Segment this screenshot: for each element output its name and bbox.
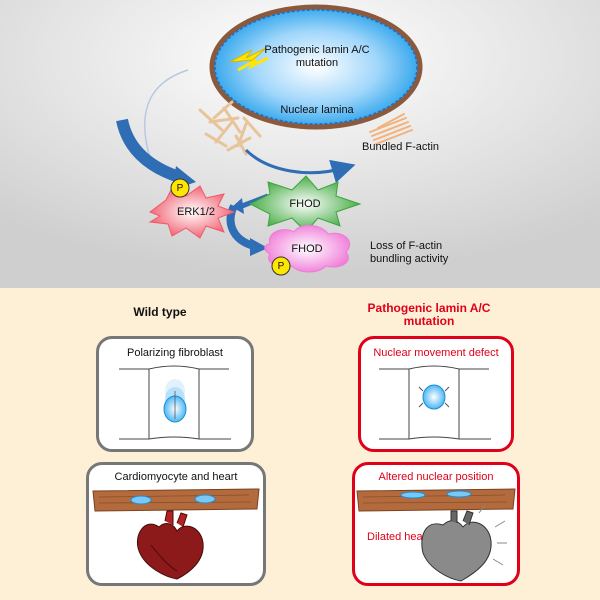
mut-cm-nucleus-1 — [400, 491, 426, 499]
erk-to-fhod-arrow — [226, 204, 256, 250]
mut-cardiomyocyte — [356, 488, 516, 512]
phospho-circle-fhod — [271, 256, 291, 276]
thin-arrow-line — [143, 69, 189, 159]
fibers-to-bundle-arrow — [244, 148, 356, 183]
wt-cm-nucleus-1 — [130, 495, 152, 505]
wt-cardiomyocyte — [92, 488, 260, 512]
fhod-green-starburst — [248, 175, 362, 233]
mechanism-diagram — [0, 0, 600, 288]
erk-label: ERK1/2 — [177, 206, 215, 218]
nuclear-lamina-line — [214, 9, 418, 125]
nucleus-to-erk-arrow — [116, 118, 184, 184]
movement-defect-label: Nuclear movement defect — [373, 347, 499, 359]
mut-nucleus-icon — [422, 384, 446, 410]
arrow-head-3 — [250, 238, 268, 256]
actin-fibers — [198, 100, 262, 156]
bundled-label: Bundled F-actin — [362, 141, 440, 153]
phenotype-panel: Wild type Pathogenic lamin A/C mutation … — [0, 288, 600, 600]
mut-cardio-illustration — [356, 488, 516, 582]
fhod-p-label: FHOD — [291, 243, 323, 255]
lightning-icon-2 — [237, 56, 269, 72]
mut-fibroblast-box: Nuclear movement defect — [358, 336, 514, 452]
wt-cm-nucleus-2 — [194, 494, 216, 504]
wild-type-title: Wild type — [133, 305, 187, 319]
wt-cardio-illustration — [92, 488, 260, 580]
bundled-actin-icon — [369, 113, 413, 145]
mut-cm-nucleus-2 — [446, 490, 472, 498]
wt-heart-icon — [137, 523, 204, 580]
phospho-label-fhod: P — [277, 261, 285, 272]
dilated-label: Dilated heart — [367, 531, 430, 543]
phospho-label-erk: P — [176, 183, 184, 194]
wt-fibroblast-cell — [119, 365, 231, 440]
loss-label: Loss of F-actin bundling activity — [370, 240, 449, 265]
phospho-circle-erk — [170, 178, 190, 198]
nucleus-ellipse — [209, 4, 423, 130]
mutation-title: Pathogenic lamin A/C mutation — [367, 301, 491, 328]
mut-fibroblast-cell — [379, 365, 491, 440]
arrow-head-2 — [232, 198, 244, 214]
mut-heart-icon — [421, 520, 492, 582]
wt-fibroblast-box: Polarizing fibroblast — [96, 336, 254, 452]
fhod-label: FHOD — [289, 198, 321, 210]
wt-cardio-box: Cardiomyocyte and heart — [86, 462, 266, 586]
mut-cardio-box: Altered nuclear position Dilated heart — [352, 462, 520, 586]
altered-position-label: Altered nuclear position — [378, 471, 494, 483]
mechanism-panel: Pathogenic lamin A/C mutation Nuclear la… — [0, 0, 600, 288]
fibroblast-label: Polarizing fibroblast — [127, 347, 223, 359]
lightning-icon — [229, 47, 267, 67]
cardio-label: Cardiomyocyte and heart — [114, 471, 238, 483]
erk-starburst — [148, 185, 236, 239]
nucleus-label: Pathogenic lamin A/C mutation — [264, 44, 370, 69]
lamina-label: Nuclear lamina — [280, 104, 354, 116]
